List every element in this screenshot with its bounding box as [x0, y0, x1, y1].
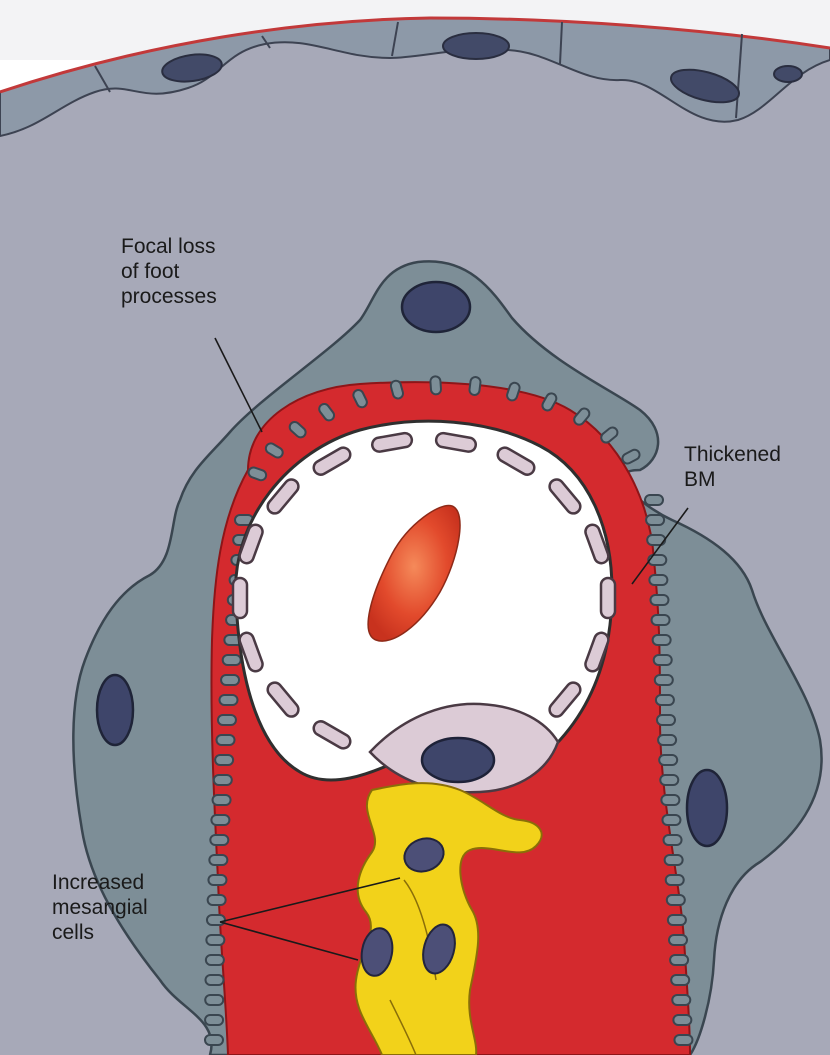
endothelial-segment	[601, 578, 615, 618]
foot-process	[208, 895, 226, 905]
foot-process	[209, 855, 227, 865]
foot-process	[213, 795, 231, 805]
foot-process	[674, 1035, 692, 1045]
foot-process	[664, 835, 682, 845]
foot-process	[665, 855, 683, 865]
foot-process	[206, 935, 224, 945]
foot-process	[206, 955, 224, 965]
foot-process	[662, 815, 680, 825]
thickened-bm-label: Thickened BM	[684, 442, 781, 492]
foot-process	[654, 655, 672, 665]
foot-process	[656, 695, 674, 705]
foot-process	[219, 695, 237, 705]
foot-process	[207, 915, 225, 925]
foot-process	[655, 675, 673, 685]
focal-loss-label: Focal loss of foot processes	[121, 234, 217, 309]
foot-process	[657, 715, 675, 725]
endothelial-nucleus	[422, 738, 494, 782]
foot-process	[430, 376, 441, 395]
foot-process	[670, 955, 688, 965]
foot-process	[211, 815, 229, 825]
mesangial-line-1: Increased	[52, 870, 148, 895]
thickened-bm-line-2: BM	[684, 467, 781, 492]
foot-process	[666, 875, 684, 885]
foot-process	[659, 755, 677, 765]
foot-process	[649, 575, 667, 585]
foot-process	[646, 515, 664, 525]
mesangial-line-2: mesangial	[52, 895, 148, 920]
foot-process	[645, 495, 663, 505]
foot-process	[214, 775, 232, 785]
foot-process	[671, 975, 689, 985]
focal-loss-line-2: of foot	[121, 259, 217, 284]
endothelial-segment	[233, 578, 247, 618]
foot-process	[667, 895, 685, 905]
mesangial-line-3: cells	[52, 920, 148, 945]
foot-process	[210, 835, 228, 845]
foot-process	[658, 735, 676, 745]
foot-process	[215, 755, 233, 765]
foot-process	[652, 615, 670, 625]
foot-process	[205, 1035, 223, 1045]
foot-process	[668, 915, 686, 925]
foot-process	[208, 875, 226, 885]
foot-process	[660, 775, 678, 785]
foot-process	[221, 675, 239, 685]
thickened-bm-line-1: Thickened	[684, 442, 781, 467]
focal-loss-line-3: processes	[121, 284, 217, 309]
foot-process	[650, 595, 668, 605]
foot-process	[217, 735, 235, 745]
foot-process	[653, 635, 671, 645]
foot-process	[205, 995, 223, 1005]
increased-mesangial-label: Increased mesangial cells	[52, 870, 148, 945]
foot-process	[672, 995, 690, 1005]
foot-process	[218, 715, 236, 725]
foot-process	[205, 975, 223, 985]
foot-process	[205, 1015, 223, 1025]
foot-process	[223, 655, 241, 665]
foot-process	[469, 376, 481, 395]
foot-process	[669, 935, 687, 945]
foot-process	[648, 555, 666, 565]
foot-process	[661, 795, 679, 805]
focal-loss-line-1: Focal loss	[121, 234, 217, 259]
foot-process	[673, 1015, 691, 1025]
